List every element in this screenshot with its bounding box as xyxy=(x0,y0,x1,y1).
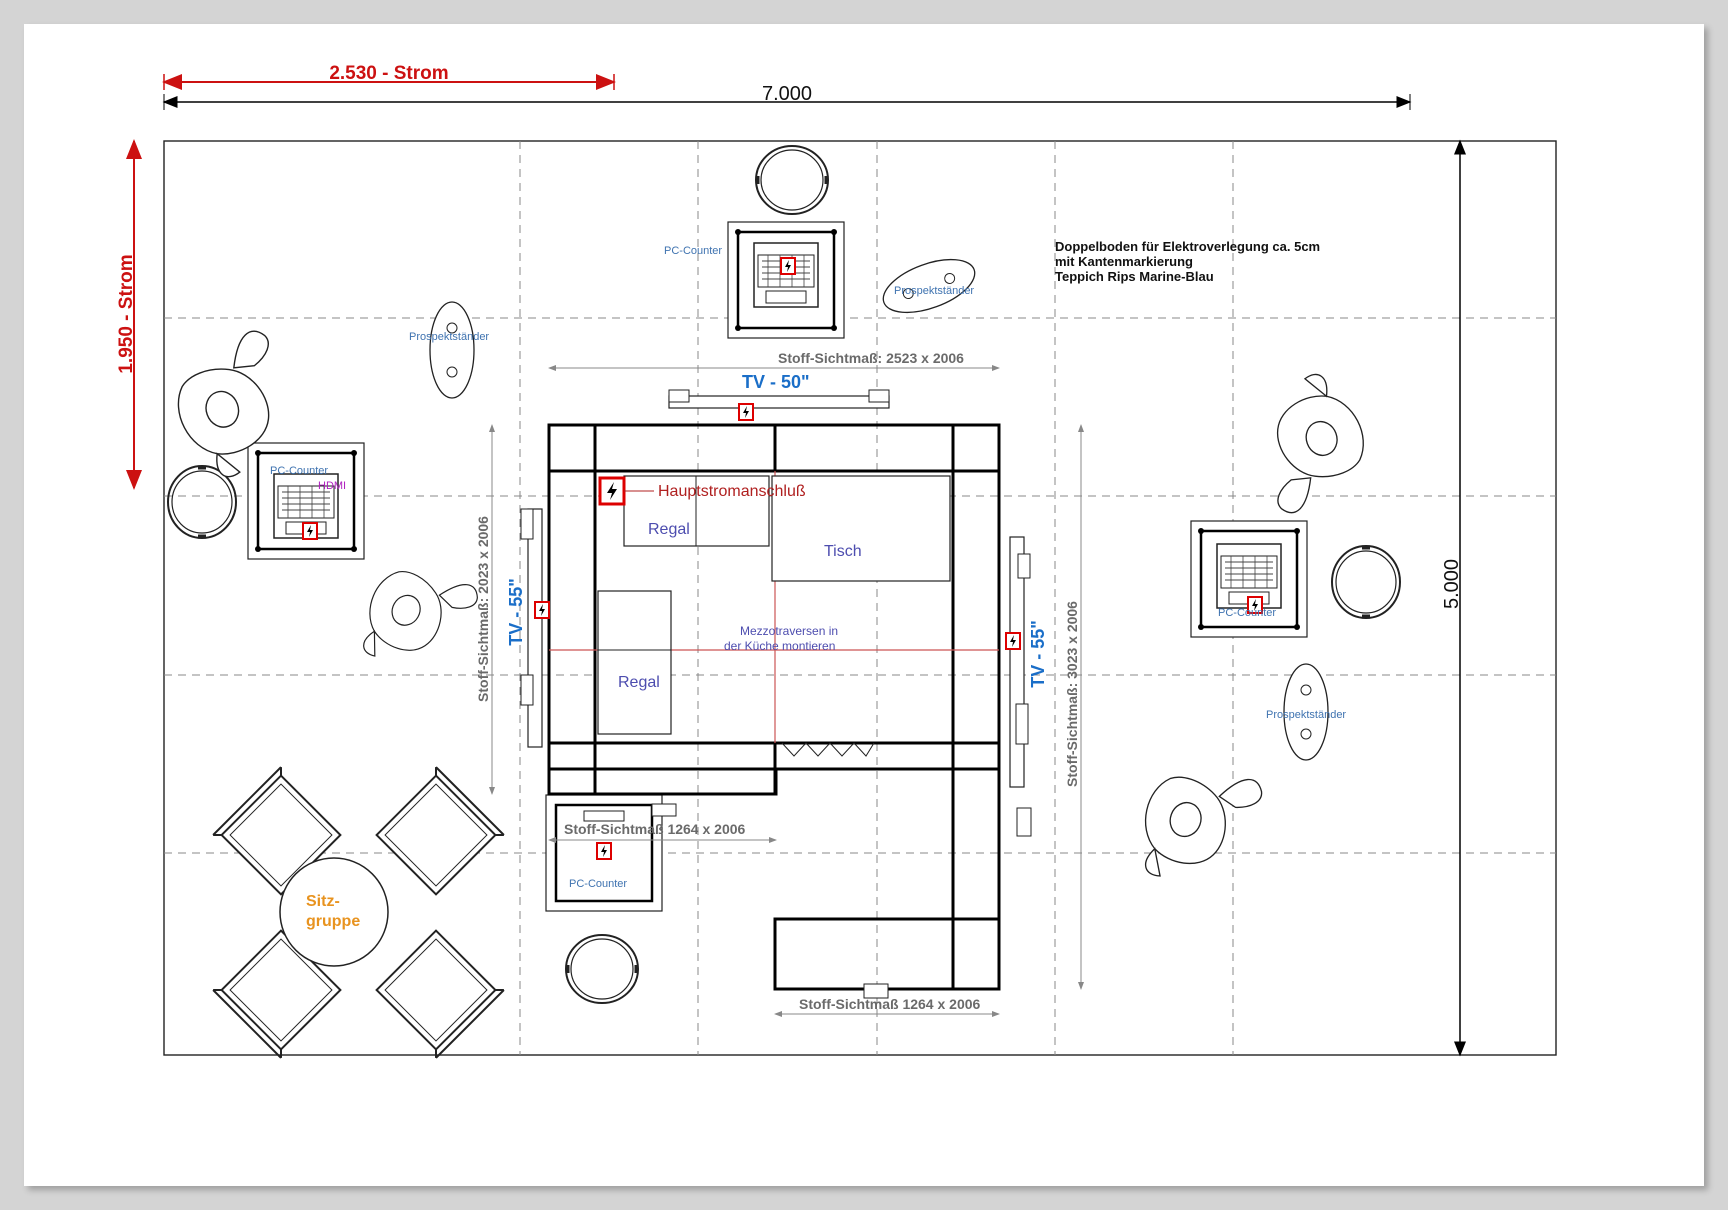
stoff-small: Stoff-Sichtmaß 1264 x 2006 xyxy=(548,821,777,843)
seating-label-2: gruppe xyxy=(306,913,360,930)
main-power-label: Hauptstromanschluß xyxy=(658,483,806,500)
prospekt-right-label: Prospektständer xyxy=(1266,709,1346,721)
dimension-total-width: 7.000 xyxy=(162,83,1412,110)
regal-bottom xyxy=(597,590,672,735)
stoff-bottom-label: Stoff-Sichtmaß 1264 x 2006 xyxy=(799,996,981,1012)
tv-50-label: TV - 50" xyxy=(742,372,810,392)
prospekt-left-label: Prospektständer xyxy=(409,331,489,343)
total-height-label: 5.000 xyxy=(1441,559,1463,609)
tv-55-right: TV - 55" xyxy=(1005,536,1048,788)
stoff-bottom: Stoff-Sichtmaß 1264 x 2006 xyxy=(774,996,1000,1017)
pc-counter-right-label: PC-Counter xyxy=(1218,607,1276,619)
mezzo-label-2: der Küche montieren xyxy=(724,639,835,653)
pc-counter-bottom xyxy=(545,794,663,912)
pc-counter-bottom-label: PC-Counter xyxy=(569,878,627,890)
dimension-total-height: 5.000 xyxy=(1441,139,1466,1057)
strom-height-label: 1.950 - Strom xyxy=(116,254,137,373)
floor-plan-drawing: 2.530 - Strom 7.000 1.950 - Strom 5.000 … xyxy=(116,63,1557,1059)
pc-counter-top xyxy=(726,220,846,340)
stoff-left: Stoff-Sichtmaß: 2023 x 2006 xyxy=(475,424,495,795)
tv-55-left-label: TV - 55" xyxy=(506,578,526,646)
regal-bottom-label: Regal xyxy=(618,674,660,691)
prospekt-top-label: Prospektständer xyxy=(894,285,974,297)
tv-50-top: TV - 50" xyxy=(668,372,890,421)
tisch-label: Tisch xyxy=(824,543,862,560)
seating-group: Sitz- gruppe xyxy=(212,766,505,1059)
stoff-top: Stoff-Sichtmaß: 2523 x 2006 xyxy=(548,350,1000,371)
socket-bottom xyxy=(863,983,889,999)
dimension-strom-width: 2.530 - Strom xyxy=(162,63,616,90)
note-line-3: Teppich Rips Marine-Blau xyxy=(1055,269,1214,284)
mezzo-label-1: Mezzotraversen in xyxy=(740,624,838,638)
regal-top-label: Regal xyxy=(648,521,690,538)
pc-counter-right xyxy=(1189,519,1309,639)
stoff-top-label: Stoff-Sichtmaß: 2523 x 2006 xyxy=(778,350,964,366)
pc-counter-top-label: PC-Counter xyxy=(664,245,722,257)
floor-plan-sheet: 2.530 - Strom 7.000 1.950 - Strom 5.000 … xyxy=(24,24,1704,1186)
tv-55-right-label: TV - 55" xyxy=(1028,620,1048,688)
prospekt-stand-left xyxy=(429,301,475,399)
pc-counter-left xyxy=(246,441,366,561)
folding-door xyxy=(781,742,875,757)
stoff-left-label: Stoff-Sichtmaß: 2023 x 2006 xyxy=(475,516,491,702)
notes: Doppelboden für Elektroverlegung ca. 5cm… xyxy=(1055,239,1320,284)
stoff-right-label: Stoff-Sichtmaß: 3023 x 2006 xyxy=(1064,601,1080,787)
socket-bottom-counter xyxy=(651,803,677,817)
tisch xyxy=(771,475,951,582)
hdmi-label: HDMI xyxy=(318,480,346,492)
pc-counter-left-label: PC-Counter xyxy=(270,465,328,477)
strom-width-label: 2.530 - Strom xyxy=(329,63,448,84)
socket-right xyxy=(1016,807,1032,837)
main-power-connection xyxy=(598,476,626,506)
stoff-right: Stoff-Sichtmaß: 3023 x 2006 xyxy=(1064,424,1084,990)
total-width-label: 7.000 xyxy=(762,83,812,105)
note-line-2: mit Kantenmarkierung xyxy=(1055,254,1193,269)
stoff-small-label: Stoff-Sichtmaß 1264 x 2006 xyxy=(564,821,746,837)
dimension-strom-height: 1.950 - Strom xyxy=(116,139,142,490)
note-line-1: Doppelboden für Elektroverlegung ca. 5cm xyxy=(1055,239,1320,254)
tv-55-left: TV - 55" xyxy=(506,508,550,748)
cabin-structure xyxy=(547,423,1001,991)
seating-label-1: Sitz- xyxy=(306,893,340,910)
